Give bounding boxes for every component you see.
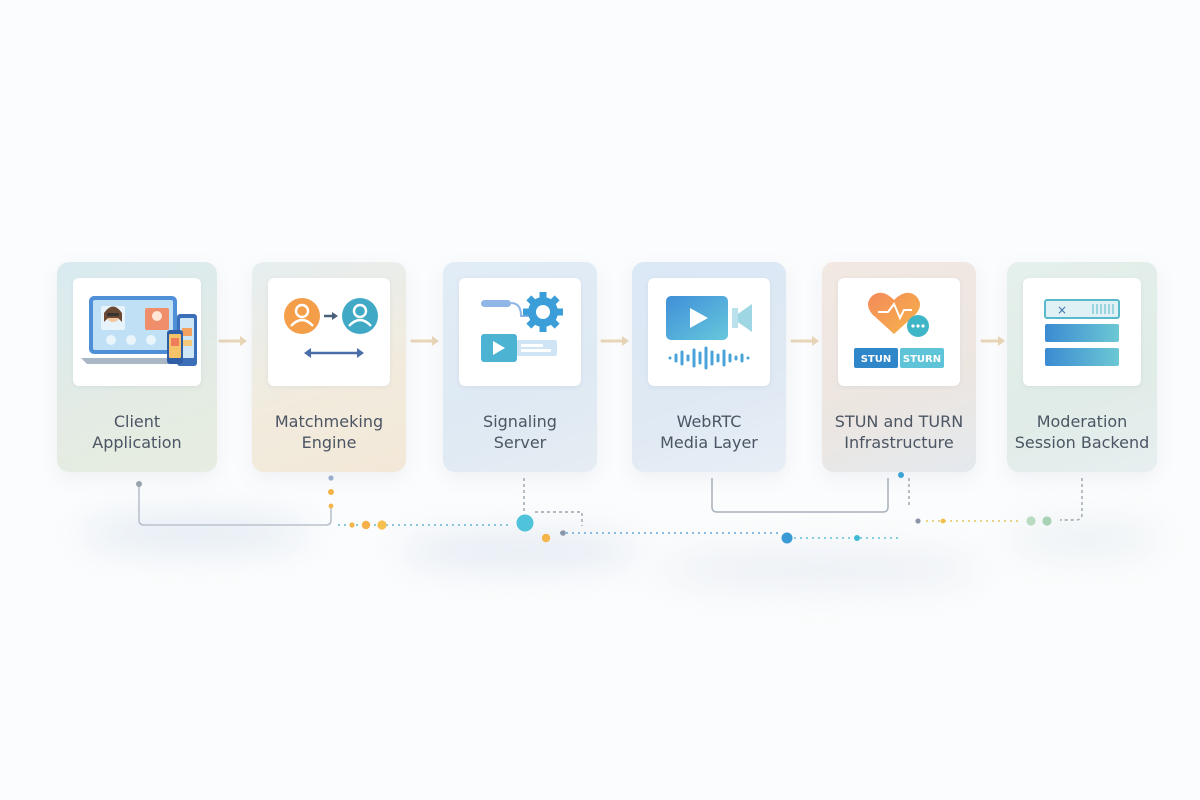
signaling-server-card: Signaling Server — [443, 262, 597, 472]
background-glow — [400, 538, 640, 564]
icon-panel: STUN STURN — [838, 278, 960, 386]
icon-panel — [648, 278, 770, 386]
label-line-2: Session Backend — [1014, 433, 1150, 452]
signal-gear-icon — [481, 292, 563, 362]
label-line-1: Client — [113, 412, 161, 431]
svg-text:×: × — [1057, 303, 1067, 317]
label-line-2: Infrastructure — [844, 433, 954, 452]
label-line-1: STUN and TURN — [834, 412, 964, 431]
icon-panel — [268, 278, 390, 386]
user-match-icon — [284, 298, 378, 358]
label-line-1: Signaling — [483, 412, 557, 431]
moderation-session-backend-card: × Moderation Session Backend — [1007, 262, 1157, 472]
label-line-1: Matchmeking — [274, 412, 384, 431]
icon-panel: × — [1023, 278, 1141, 386]
label-line-2: Engine — [301, 433, 357, 452]
icon-panel — [73, 278, 201, 386]
icon-panel — [459, 278, 581, 386]
label-line-2: Media Layer — [660, 433, 758, 452]
stun-badge — [854, 348, 898, 368]
background-glow — [660, 555, 980, 583]
client-application-card: Client Application — [57, 262, 217, 472]
label-line-1: Moderation — [1036, 412, 1128, 431]
background-glow — [1010, 528, 1160, 550]
matchmaking-engine-card: Matchmeking Engine — [252, 262, 406, 472]
turn-badge-text: STURN — [903, 354, 941, 365]
video-camera-icon — [666, 296, 752, 370]
turn-badge — [900, 348, 944, 368]
label-line-2: Application — [92, 433, 182, 452]
component-label: STUN and TURN Infrastructure — [822, 411, 976, 453]
webrtc-media-layer-card: WebRTC Media Layer — [632, 262, 786, 472]
heart-relay-icon: STUN STURN — [854, 292, 944, 368]
component-label: Signaling Server — [443, 411, 597, 453]
label-line-1: WebRTC — [676, 412, 742, 431]
component-label: Client Application — [57, 411, 217, 453]
session-list-icon: × — [1044, 299, 1120, 366]
component-label: WebRTC Media Layer — [632, 411, 786, 453]
component-label: Moderation Session Backend — [1007, 411, 1157, 453]
label-line-2: Server — [493, 433, 547, 452]
laptop-devices-icon — [81, 296, 197, 366]
stun-turn-infrastructure-card: STUN STURN STUN and TURN Infrastructure — [822, 262, 976, 472]
component-label: Matchmeking Engine — [252, 411, 406, 453]
stun-badge-text: STUN — [861, 354, 892, 365]
